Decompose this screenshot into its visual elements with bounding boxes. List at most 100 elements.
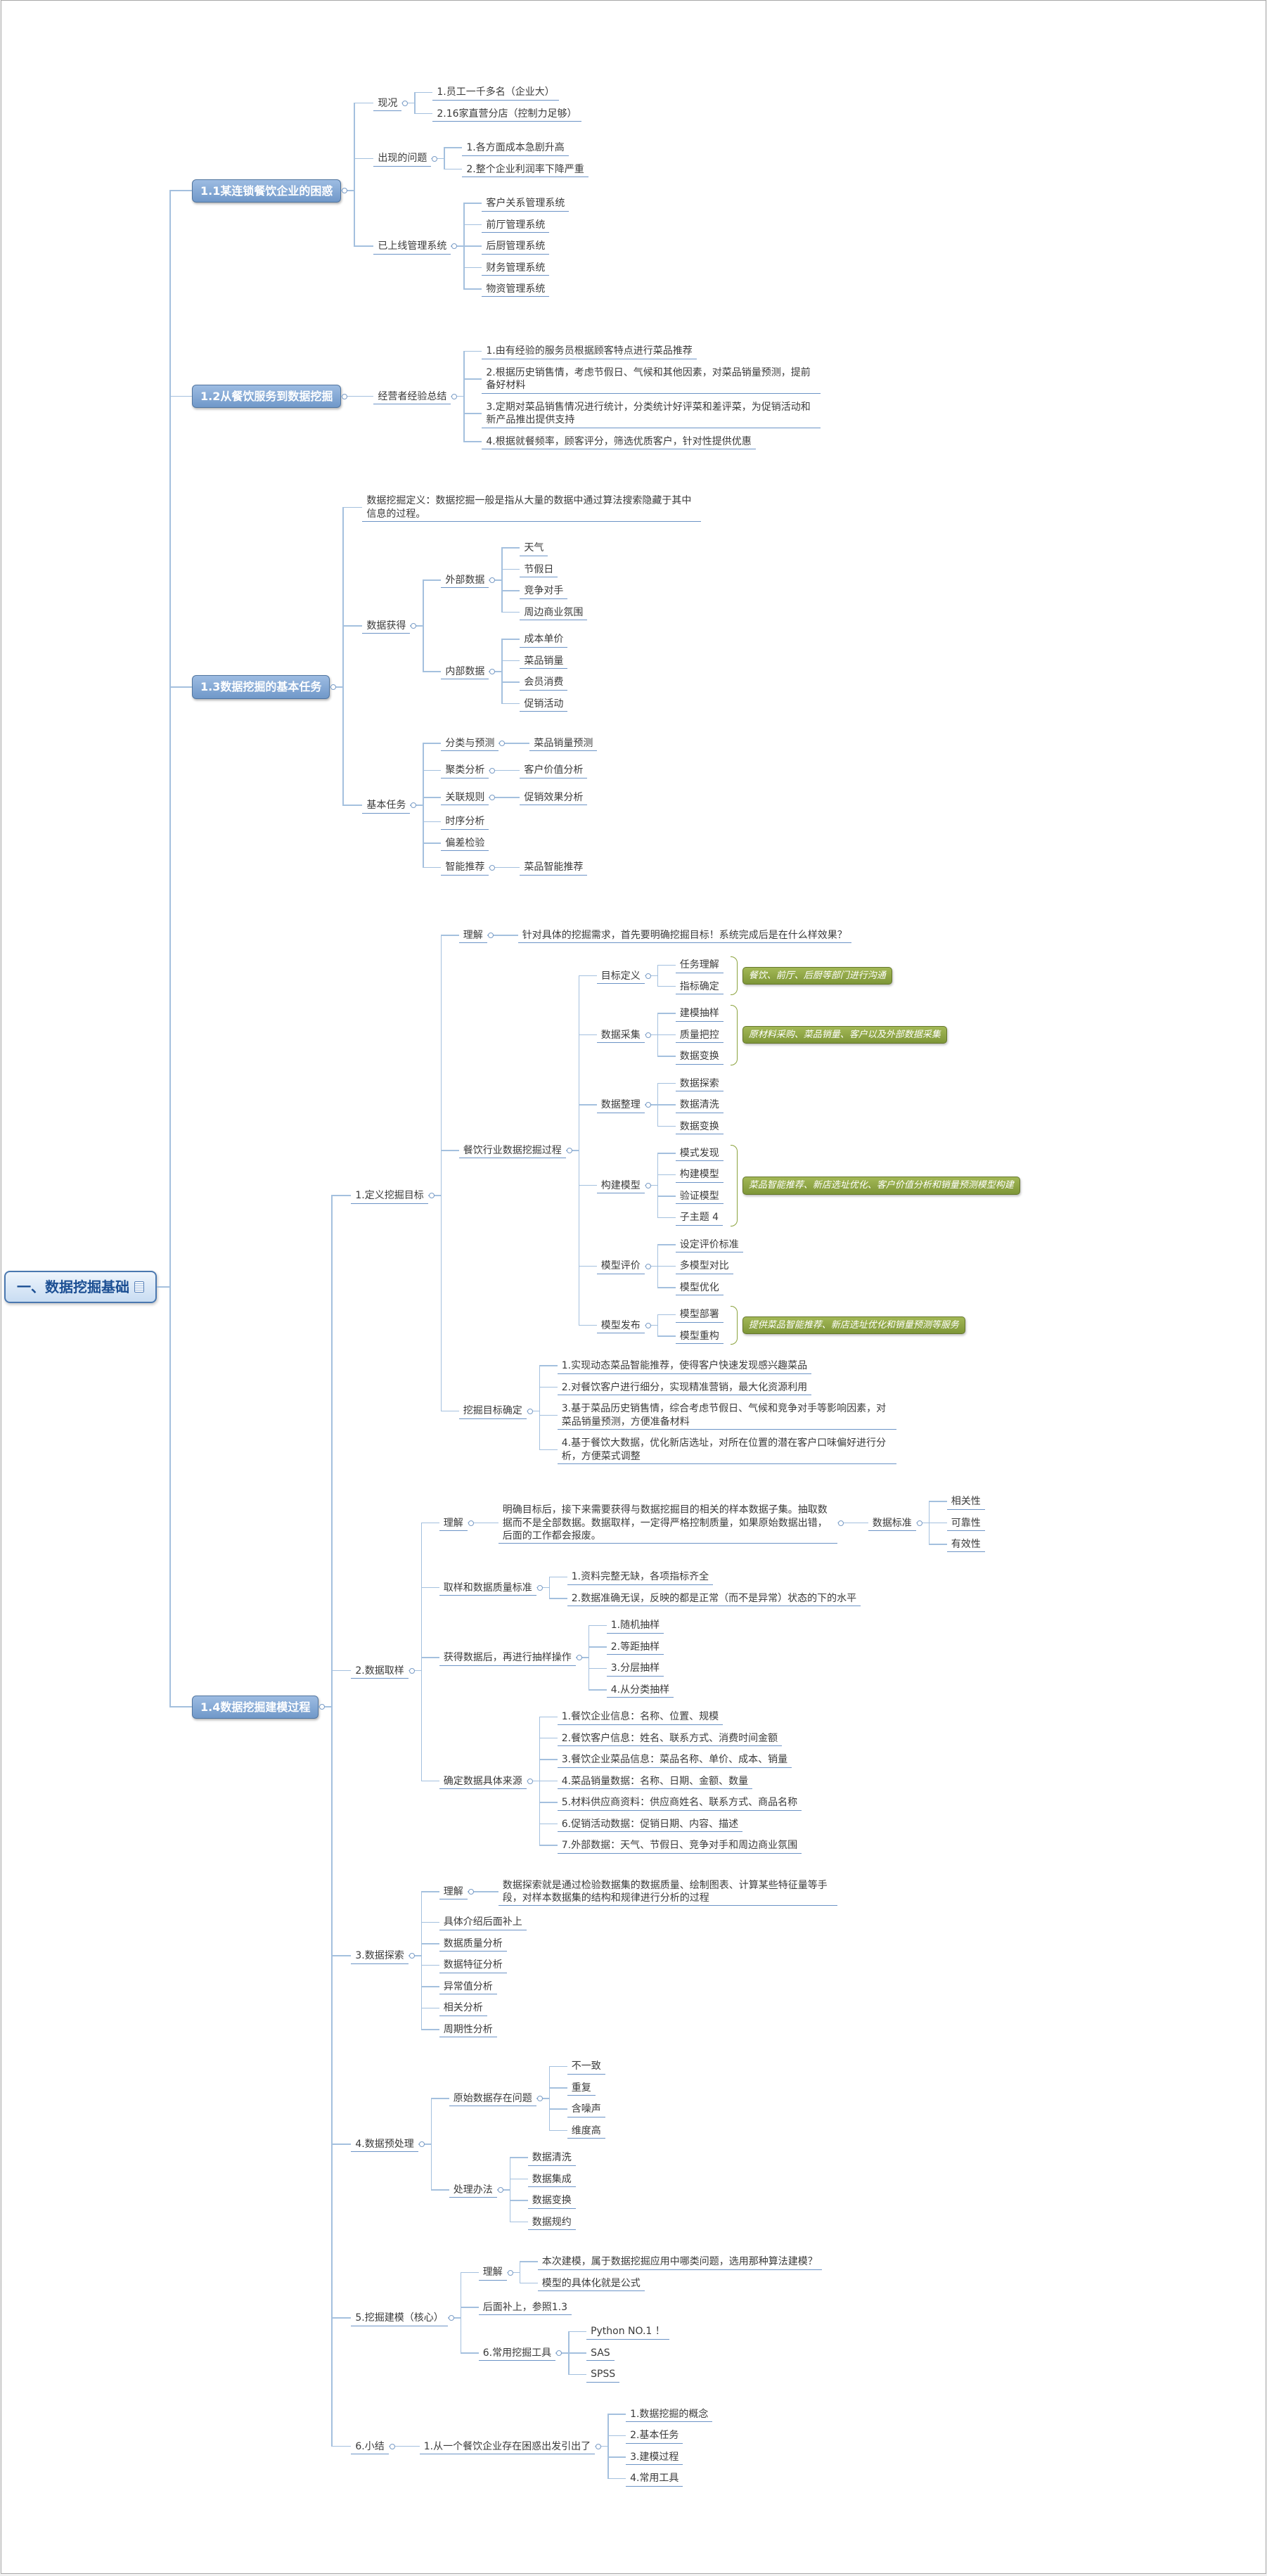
collapse-handle[interactable]: [644, 1032, 657, 1039]
collapse-handle[interactable]: [489, 668, 502, 675]
sub-topic-node[interactable]: 数据规约: [527, 2215, 576, 2231]
sub-topic-node[interactable]: 4.根据就餐频率，顾客评分，筛选优质客户，针对性提供优惠: [482, 434, 756, 450]
sub-topic-node[interactable]: 3.建模过程: [626, 2449, 683, 2466]
sub-topic-node[interactable]: 数据获得: [362, 618, 411, 634]
sub-topic-node[interactable]: 可靠性: [946, 1516, 985, 1531]
sub-topic-node[interactable]: 1.由有经验的服务员根据顾客特点进行菜品推荐: [482, 343, 697, 359]
sub-topic-node[interactable]: 4.菜品销量数据：名称、日期、金额、数量: [557, 1774, 753, 1790]
collapse-handle[interactable]: [595, 2443, 608, 2450]
collapse-handle[interactable]: [644, 1101, 657, 1108]
sub-topic-node[interactable]: 6.促销活动数据：促销日期、内容、描述: [557, 1816, 743, 1833]
sub-topic-node[interactable]: 3.基于菜品历史销售情，综合考虑节假日、气候和竞争对手等影响因素，对菜品销量预测…: [557, 1401, 896, 1430]
sub-topic-node[interactable]: 有效性: [946, 1537, 985, 1553]
sub-topic-node[interactable]: 内部数据: [441, 664, 489, 680]
sub-topic-node[interactable]: 2.16家直营分店（控制力足够）: [432, 106, 581, 122]
sub-topic-node[interactable]: 构建模型: [596, 1178, 645, 1194]
sub-topic-node[interactable]: 维度高: [567, 2123, 605, 2139]
sub-topic-node[interactable]: 时序分析: [441, 814, 489, 830]
main-topic-node[interactable]: 1.4数据挖掘建模过程: [192, 1695, 319, 1719]
collapse-handle[interactable]: [157, 1283, 169, 1290]
sub-topic-node[interactable]: 数据标准: [868, 1516, 916, 1531]
sub-topic-node[interactable]: 6.小结: [351, 2439, 389, 2455]
collapse-handle[interactable]: [467, 1888, 480, 1895]
collapse-handle[interactable]: [341, 187, 354, 194]
sub-topic-node[interactable]: 客户关系管理系统: [482, 196, 570, 212]
sub-topic-node[interactable]: 处理办法: [449, 2182, 497, 2198]
sub-topic-node[interactable]: 2.整个企业利润率下降严重: [462, 162, 589, 178]
sub-topic-node[interactable]: 后厨管理系统: [482, 238, 550, 255]
sub-topic-node[interactable]: 不一致: [567, 2058, 605, 2075]
collapse-handle[interactable]: [487, 932, 500, 939]
collapse-handle[interactable]: [451, 243, 464, 250]
sub-topic-node[interactable]: 明确目标后，接下来需要获得与数据挖掘目的相关的样本数据子集。抽取数据而不是全部数…: [498, 1502, 837, 1544]
sub-topic-node[interactable]: 1.从一个餐饮企业存在困惑出发引出了: [419, 2439, 596, 2455]
collapse-handle[interactable]: [489, 794, 502, 801]
sub-topic-node[interactable]: 餐饮行业数据挖掘过程: [458, 1143, 566, 1159]
sub-topic-node[interactable]: 1.资料完整无缺，各项指标齐全: [567, 1569, 714, 1585]
sub-topic-node[interactable]: Python NO.1 ！: [586, 2324, 669, 2340]
collapse-handle[interactable]: [526, 1778, 539, 1785]
sub-topic-node[interactable]: 天气: [520, 540, 548, 556]
sub-topic-node[interactable]: 理解: [458, 928, 487, 944]
collapse-handle[interactable]: [915, 1520, 929, 1527]
collapse-handle[interactable]: [451, 393, 464, 400]
sub-topic-node[interactable]: 菜品智能推荐: [520, 859, 588, 876]
sub-topic-node[interactable]: 验证模型: [675, 1188, 723, 1205]
sub-topic-node[interactable]: 数据挖掘定义：数据挖掘一般是指从大量的数据中通过算法搜索隐藏于其中信息的过程。: [362, 493, 702, 523]
sub-topic-node[interactable]: 财务管理系统: [482, 260, 550, 276]
collapse-handle[interactable]: [536, 2095, 549, 2102]
sub-topic-node[interactable]: 本次建模，属于数据挖掘应用中哪类问题，选用那种算法建模？: [537, 2254, 822, 2270]
sub-topic-node[interactable]: 3.数据探索: [351, 1948, 409, 1964]
collapse-handle[interactable]: [447, 2314, 461, 2321]
collapse-handle[interactable]: [555, 2350, 569, 2357]
main-topic-node[interactable]: 1.3数据挖掘的基本任务: [192, 675, 330, 699]
sub-topic-node[interactable]: SPSS: [586, 2366, 620, 2383]
sub-topic-node[interactable]: 数据集成: [527, 2172, 576, 2188]
sub-topic-node[interactable]: 4.常用工具: [626, 2471, 683, 2487]
sub-topic-node[interactable]: 2.等距抽样: [606, 1639, 664, 1655]
sub-topic-node[interactable]: 客户价值分析: [520, 762, 588, 778]
main-topic-node[interactable]: 1.2从餐饮服务到数据挖掘: [192, 385, 342, 409]
summary-node[interactable]: 原材料采购、菜品销量、客户以及外部数据采集: [742, 1026, 947, 1044]
collapse-handle[interactable]: [496, 2186, 510, 2193]
collapse-handle[interactable]: [410, 802, 423, 809]
sub-topic-node[interactable]: 指标确定: [675, 979, 723, 995]
sub-topic-node[interactable]: 1.数据挖掘的概念: [626, 2407, 713, 2423]
sub-topic-node[interactable]: 3.定期对菜品销售情况进行统计，分类统计好评菜和差评菜，为促销活动和新产品推出提…: [482, 399, 821, 428]
collapse-handle[interactable]: [837, 1520, 850, 1527]
collapse-handle[interactable]: [536, 1584, 549, 1591]
collapse-handle[interactable]: [565, 1147, 579, 1154]
sub-topic-node[interactable]: 构建模型: [675, 1167, 723, 1183]
sub-topic-node[interactable]: 促销效果分析: [520, 790, 588, 806]
sub-topic-node[interactable]: SAS: [586, 2345, 615, 2362]
sub-topic-node[interactable]: 数据特征分析: [439, 1957, 507, 1973]
sub-topic-node[interactable]: 4.基于餐饮大数据，优化新店选址，对所在位置的潜在客户口味偏好进行分析，方便菜式…: [557, 1435, 896, 1465]
sub-topic-node[interactable]: 2.数据取样: [351, 1663, 409, 1679]
sub-topic-node[interactable]: 建模抽样: [675, 1006, 723, 1022]
sub-topic-node[interactable]: 节假日: [520, 562, 558, 578]
sub-topic-node[interactable]: 关联规则: [441, 790, 489, 806]
sub-topic-node[interactable]: 经营者经验总结: [373, 389, 451, 405]
sub-topic-node[interactable]: 成本单价: [520, 632, 568, 648]
sub-topic-node[interactable]: 模型优化: [675, 1280, 723, 1296]
sub-topic-node[interactable]: 基本任务: [362, 797, 411, 814]
sub-topic-node[interactable]: 获得数据后，再进行抽样操作: [439, 1650, 576, 1666]
sub-topic-node[interactable]: 相关性: [946, 1494, 985, 1510]
sub-topic-node[interactable]: 数据变换: [527, 2193, 576, 2209]
sub-topic-node[interactable]: 1.定义挖掘目标: [351, 1188, 428, 1204]
sub-topic-node[interactable]: 理解: [439, 1516, 468, 1531]
main-topic-node[interactable]: 1.1某连锁餐饮企业的困惑: [192, 179, 342, 203]
summary-node[interactable]: 菜品智能推荐、新店选址优化、客户价值分析和销量预测模型构建: [742, 1177, 1020, 1195]
sub-topic-node[interactable]: 7.外部数据：天气、节假日、竞争对手和周边商业氛围: [557, 1838, 802, 1854]
sub-topic-node[interactable]: 1.随机抽样: [606, 1617, 664, 1634]
sub-topic-node[interactable]: 出现的问题: [373, 150, 432, 167]
sub-topic-node[interactable]: 外部数据: [441, 572, 489, 589]
sub-topic-node[interactable]: 数据探索就是通过检验数据集的数据质量、绘制图表、计算某些特征量等手段，对样本数据…: [498, 1878, 837, 1907]
sub-topic-node[interactable]: 重复: [567, 2080, 596, 2096]
collapse-handle[interactable]: [408, 1952, 421, 1959]
sub-topic-node[interactable]: 相关分析: [439, 2000, 487, 2016]
sub-topic-node[interactable]: 模型重构: [675, 1328, 723, 1345]
sub-topic-node[interactable]: 子主题 4: [675, 1210, 723, 1226]
sub-topic-node[interactable]: 数据采集: [596, 1027, 645, 1044]
collapse-handle[interactable]: [431, 155, 444, 162]
